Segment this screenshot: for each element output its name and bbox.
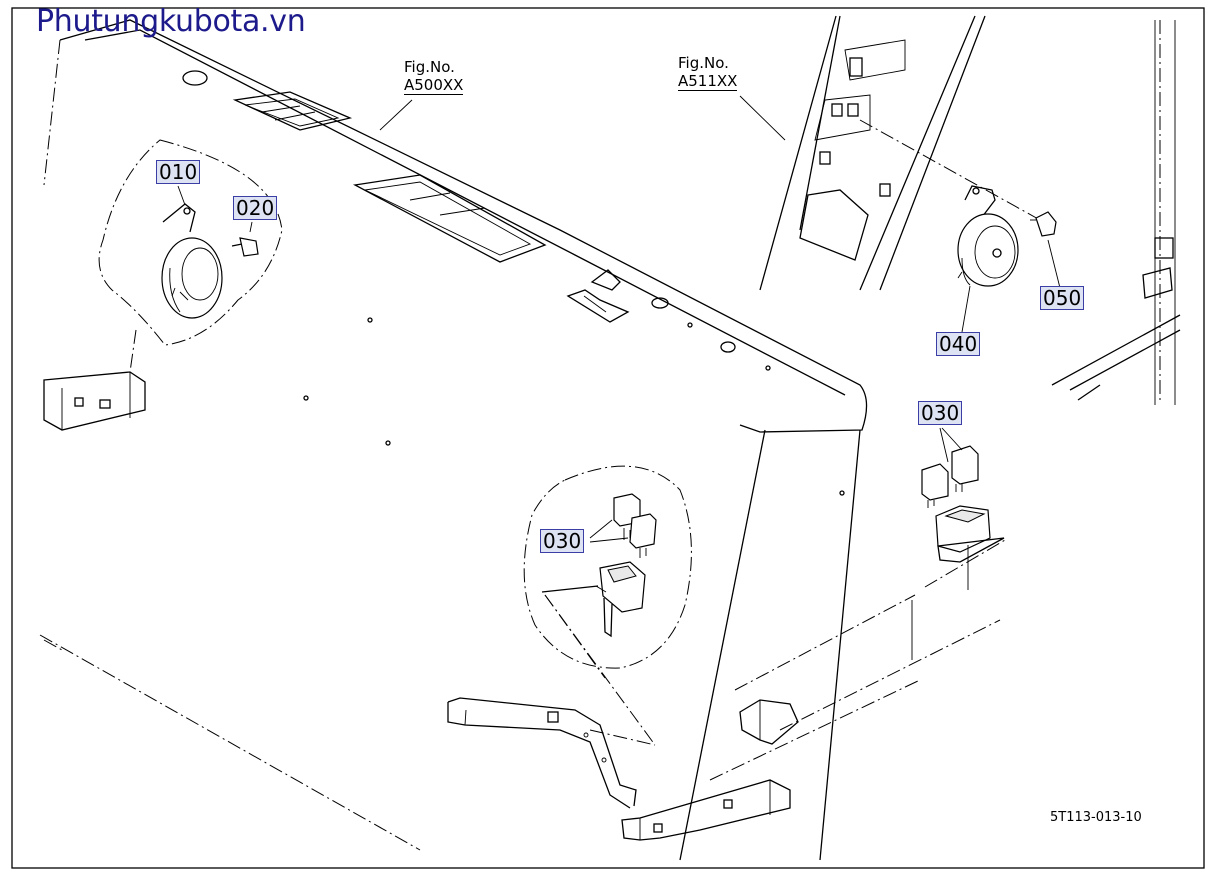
drawing-frame (11, 7, 1205, 869)
fig-ref-a500-line1: Fig.No. (404, 58, 455, 76)
drawing-code: 5T113-013-10 (1050, 810, 1142, 825)
part-label-030-center[interactable]: 030 (540, 529, 585, 553)
center-relay-detail (523, 465, 692, 746)
main-panel (39, 19, 868, 861)
fig-ref-a500-line2: A500XX (404, 76, 464, 95)
leader-lines (249, 95, 1061, 289)
watermark-text: Phutungkubota.vn (36, 4, 306, 39)
part-label-010[interactable]: 010 (156, 160, 201, 184)
right-relay-assembly (921, 427, 1006, 590)
part-label-020[interactable]: 020 (233, 196, 278, 220)
fig-ref-a511-line2: A511XX (678, 72, 738, 91)
fig-ref-a500[interactable]: Fig.No. A500XX (404, 58, 464, 95)
middle-right-bracket (734, 594, 1001, 745)
bottom-right-bracket (621, 679, 921, 841)
part-label-050[interactable]: 050 (1040, 286, 1085, 310)
fig-ref-a511-line1: Fig.No. (678, 54, 729, 72)
lower-bracket (447, 697, 656, 809)
part-label-030-right[interactable]: 030 (918, 401, 963, 425)
right-horn (957, 185, 1057, 333)
left-horn-detail (98, 139, 283, 346)
left-bracket (43, 329, 146, 431)
right-frame (759, 15, 1181, 405)
fig-ref-a511[interactable]: Fig.No. A511XX (678, 54, 738, 91)
part-label-040[interactable]: 040 (936, 332, 981, 356)
